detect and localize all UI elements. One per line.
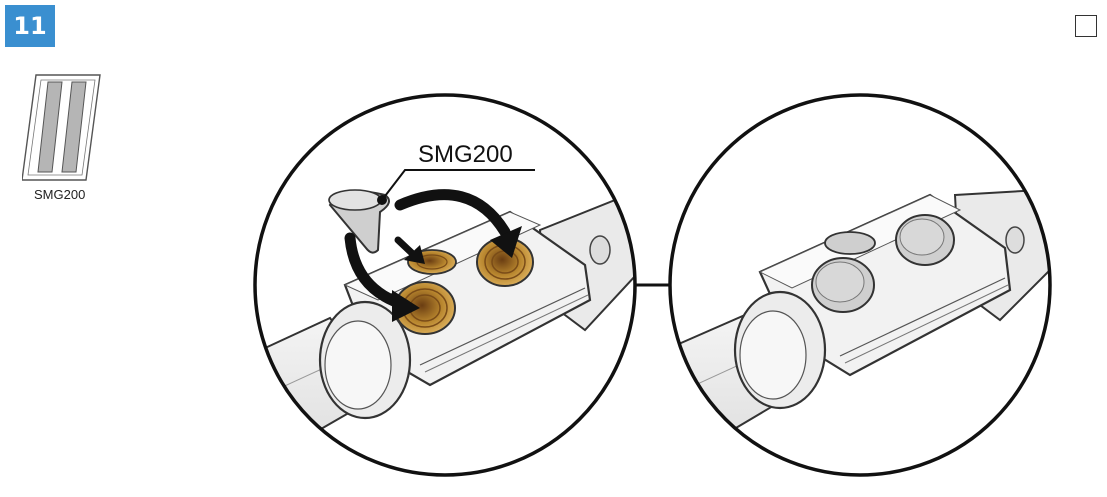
greased-hole-left xyxy=(811,257,875,313)
part-label: SMG200 xyxy=(34,187,86,202)
step-complete-checkbox[interactable] xyxy=(1075,15,1097,37)
callout-leader xyxy=(381,169,535,201)
arrow-to-right-hole xyxy=(394,189,511,238)
left-circle-border xyxy=(253,93,637,477)
greased-hole-right xyxy=(895,214,955,266)
callout-label: SMG200 xyxy=(418,141,513,168)
grease-funnel-icon xyxy=(328,189,390,254)
right-circle-border xyxy=(668,93,1052,477)
detail-circle-after xyxy=(670,95,1050,475)
step-number-badge: 11 xyxy=(5,5,55,47)
grease-sachet-icon xyxy=(22,74,101,181)
detail-circle-before xyxy=(255,95,635,475)
greased-hole-middle xyxy=(824,231,876,255)
